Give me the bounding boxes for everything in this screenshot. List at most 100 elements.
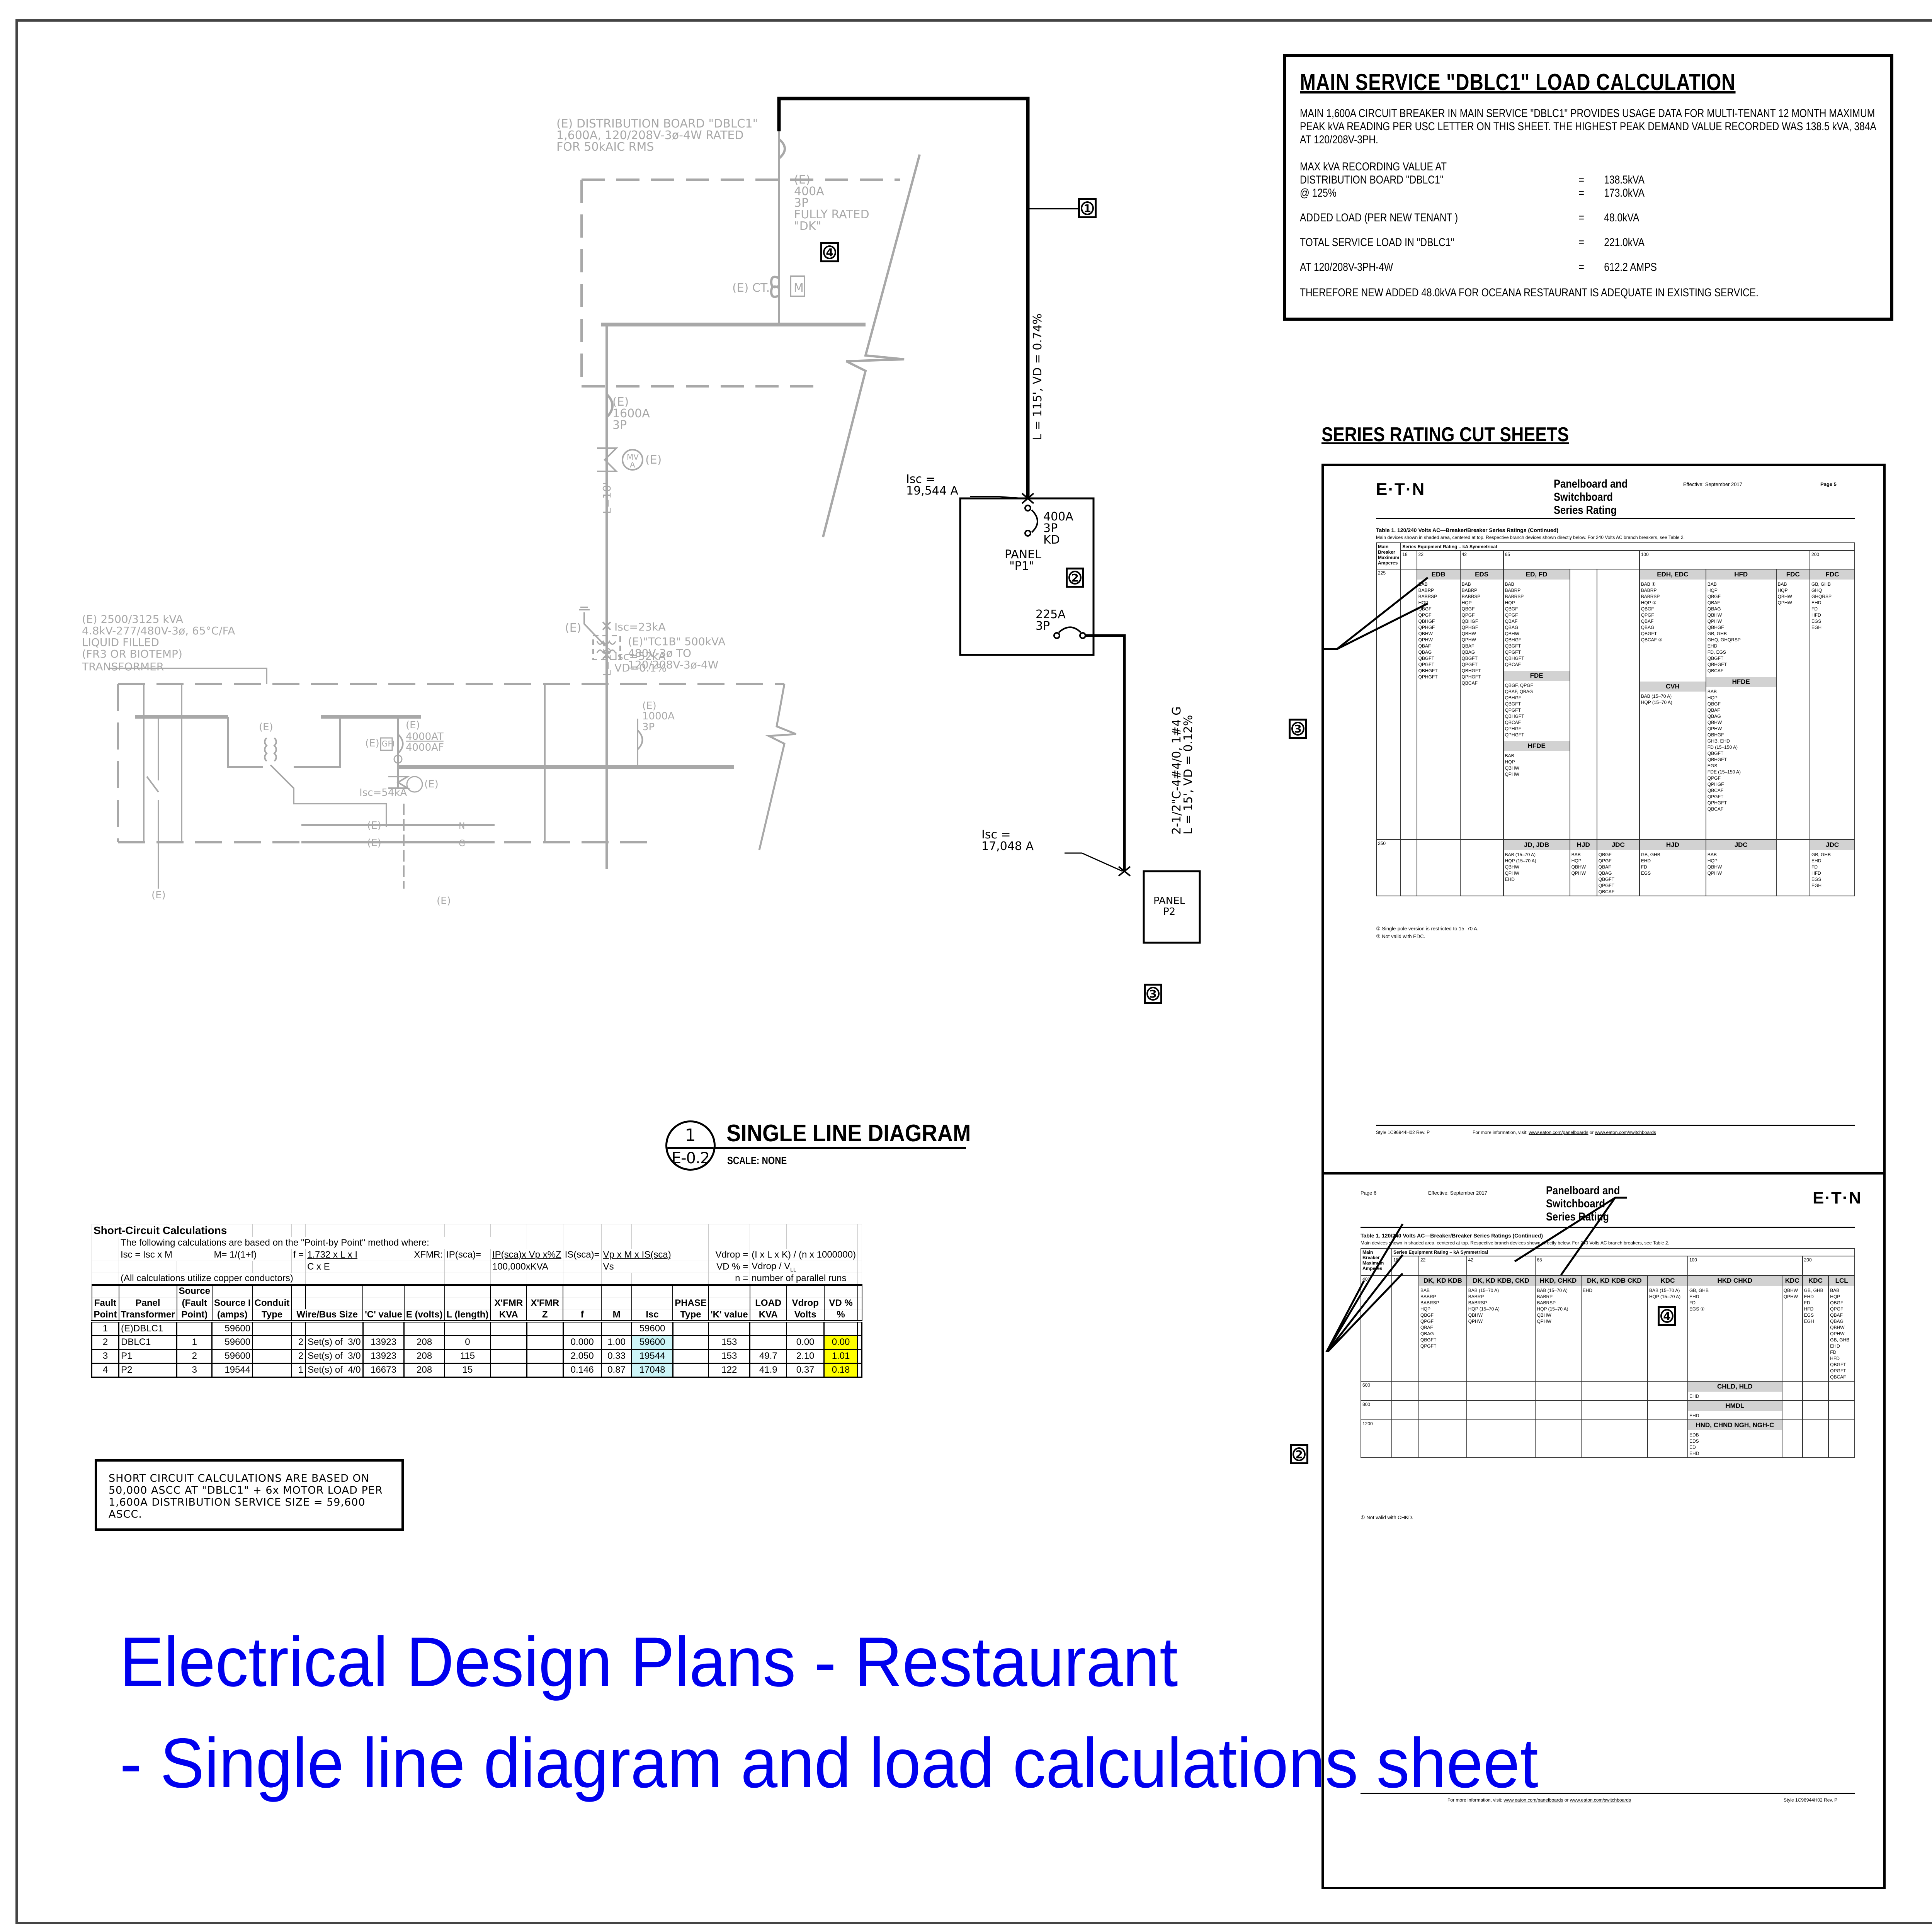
sheet-border [15,19,1932,1924]
footer-info: For more information, visit: www.eaton.c… [1473,1130,1656,1135]
breaker-1000-label: 3P [642,721,655,733]
utility-xfmr-label: LIQUID FILLED [82,636,159,649]
xfmr-tc1b-label: (E)"TC1B" 500kVA [628,635,725,648]
length-10-label: L=10' [600,482,613,514]
load-calc-row: MAX kVA RECORDING VALUE AT DISTRIBUTION … [1300,160,1877,187]
key-note-tag-4[interactable]: 4 [820,242,839,262]
panel-p2-name: P2 [1163,906,1175,918]
length-15-label: L=15' [600,644,613,676]
hdr-series-rating: Series Equipment Rating – kA Symmetrical [1400,542,1855,551]
utility-xfmr-label: TRANSFORMER [82,660,164,673]
mva-meter-label: A [630,460,635,469]
load-calc-row: AT 120/208V-3PH-4W = 612.2 AMPS [1300,261,1877,274]
key-note-tag-1[interactable]: 1 [1078,198,1097,218]
formula-vd-percent: Vdrop / VLL [750,1261,858,1273]
breaker-1000-label: (E) [642,700,656,712]
link-panelboards[interactable]: www.eaton.com/panelboards [1529,1130,1588,1135]
row-value: 173.0kVA [1604,187,1645,199]
link-panelboards[interactable]: www.eaton.com/panelboards [1503,1797,1563,1803]
row-label: ADDED LOAD (PER NEW TENANT ) [1300,211,1458,224]
caption-line-1: Electrical Design Plans - Restaurant [120,1622,1178,1701]
breaker-1600-label: 3P [612,418,627,432]
meter-label: M [794,281,804,295]
detail-sheet: E-0.2 [671,1149,710,1167]
row-eq: = [1578,187,1584,199]
row-eq: = [1578,236,1584,249]
short-circuit-note: SHORT CIRCUIT CALCULATIONS ARE BASED ON … [95,1459,404,1531]
rating-col: 200 [1810,550,1855,569]
cut-sheet-page-5: E·T·N Panelboard and Switchboard Series … [1321,464,1886,1175]
p1-main-breaker-label: 3P [1043,522,1058,535]
rating-col: 42 [1459,550,1504,569]
caption-line-2: - Single line diagram and load calculati… [120,1724,1538,1802]
table-subtitle: Main devices shown in shaded area, cente… [1361,1240,1669,1246]
breaker-400-label: "DK" [794,219,821,233]
formula-issca: Vp x M x IS(sca) [601,1249,673,1261]
utility-xfmr-label: (E) 2500/3125 kVA [82,613,183,626]
row-value: 612.2 AMPS [1604,261,1657,274]
formula-ipsca: IP(sca)x Vp x%Z [490,1249,563,1261]
formula-f: 1.732 x L x I [305,1249,405,1261]
table-title: Table 1. 120/240 Volts AC—Breaker/Breake… [1376,527,1559,533]
ground-label: G [459,839,465,848]
utility-xfmr-label: (FR3 OR BIOTEMP) [82,648,182,660]
row-eq: = [1578,261,1584,274]
single-line-diagram: (E) DISTRIBUTION BOARD "DBLC1" 1,600A, 1… [82,97,1201,944]
n-definition: number of parallel runs [750,1273,858,1285]
load-calc-title: MAIN SERVICE "DBLC1" LOAD CALCULATION [1300,69,1736,95]
rating-col: 100 [1639,550,1811,569]
row-value: 138.5kVA [1604,173,1645,186]
feeder-p2-conductor-label: 2-1/2"C-4#4/0, 1#4 G [1170,707,1184,835]
footnote-2: ② Not valid with EDC. [1376,933,1425,939]
amps-250: 250 [1376,839,1401,896]
key-note-tag-2[interactable]: 2 [1290,1444,1308,1464]
overlay-caption: Electrical Design Plans - Restaurant - S… [120,1611,1538,1814]
page-number: Page 6 [1361,1190,1377,1196]
dist-board-label-2: 1,600A, 120/208V-3ø-4W RATED [556,129,743,142]
key-note-tag-3[interactable]: 3 [1144,984,1162,1004]
row-eq: = [1578,211,1584,224]
isc-52ka-label: Isc=52kA [614,650,666,663]
panel-p1-name: "P1" [1009,559,1034,573]
p1-main-breaker-label: 400A [1043,510,1073,524]
gfi-existing-label: (E) [365,738,379,749]
hdr-main-breaker: Main Breaker Maximum Amperes [1376,542,1401,569]
xfmr-existing-label: (E) [259,721,273,733]
xfmr-tc1b-label: 120/208V-3ø-4W [628,658,719,671]
load-calc-conclusion: THEREFORE NEW ADDED 48.0kVA FOR OCEANA R… [1300,286,1759,299]
p1-main-breaker-label: KD [1043,533,1060,547]
row-value: 221.0kVA [1604,236,1645,249]
link-switchboards[interactable]: www.eaton.com/switchboards [1595,1130,1656,1135]
isc-p1-label: Isc = [906,473,935,486]
series-rating-table-400: Main Breaker Maximum Amperes Series Equi… [1361,1248,1855,1458]
footer-style: Style 1C96944H02 Rev. P [1784,1797,1838,1803]
row-label: TOTAL SERVICE LOAD IN "DBLC1" [1300,236,1454,249]
key-note-tag-3[interactable]: 3 [1289,719,1307,739]
series-rating-title: SERIES RATING CUT SHEETS [1321,423,1569,446]
key-note-tag-2[interactable]: 2 [1066,568,1084,588]
cut-sheet-title: Panelboard and Switchboard Series Rating [1554,478,1628,517]
table-subtitle: Main devices shown in shaded area, cente… [1376,535,1685,540]
key-note-tag-4[interactable]: 4 [1658,1306,1676,1326]
main-breaker-label: 4000AT [406,731,444,743]
link-switchboards[interactable]: www.eaton.com/switchboards [1570,1797,1631,1803]
copper-note: (All calculations utilize copper conduct… [118,1273,306,1285]
load-calc-row: ADDED LOAD (PER NEW TENANT ) = 48.0kVA [1300,211,1877,224]
rating-col: 65 [1503,550,1640,569]
row-eq: = [1578,173,1584,186]
footnote-1: ① Single-pole version is restricted to 1… [1376,926,1479,932]
row-label: AT 120/208V-3PH-4W [1300,261,1393,274]
diagram-scale: SCALE: NONE [727,1154,787,1166]
page-number: Page 5 [1820,481,1837,487]
ground-existing-label: (E) [565,621,581,635]
